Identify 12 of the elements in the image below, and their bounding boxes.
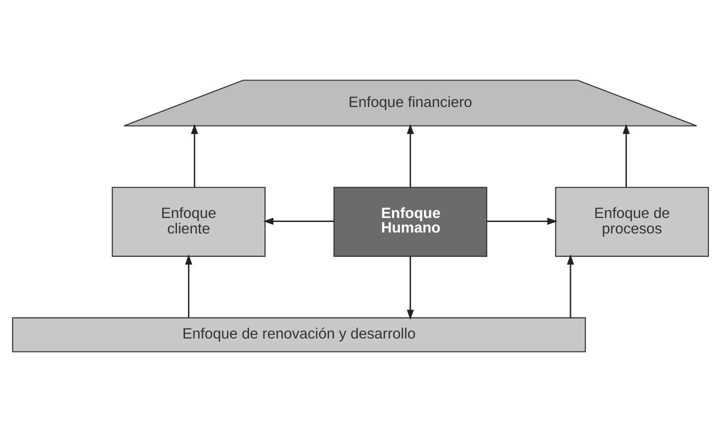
arrow — [622, 124, 630, 188]
node-box: Enfoque de renovación y desarrollo — [12, 317, 586, 352]
node-box: Enfoque de procesos — [555, 186, 709, 257]
arrow — [190, 124, 198, 188]
arrow — [406, 124, 414, 188]
arrow — [486, 218, 558, 225]
arrow — [566, 254, 574, 318]
node-box: Enfoque cliente — [112, 186, 266, 257]
arrow — [406, 256, 414, 320]
node-box: Enfoque Humano — [333, 186, 488, 257]
arrow — [263, 218, 334, 225]
arrow — [185, 254, 192, 318]
